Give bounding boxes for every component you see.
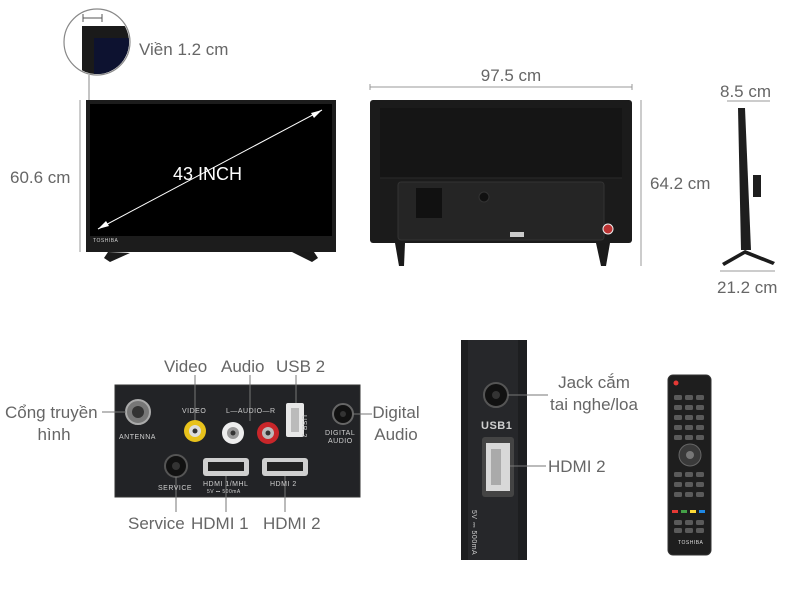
remote-button <box>674 528 682 533</box>
remote-button <box>674 520 682 525</box>
service-callout: Service <box>128 514 185 533</box>
remote-button <box>685 395 693 400</box>
remote-button <box>685 425 693 430</box>
side-depth-bottom-label: 21.2 cm <box>717 278 778 297</box>
remote-button <box>674 482 682 487</box>
front-brand-logo: TOSHIBA <box>93 238 119 244</box>
remote-button <box>685 492 693 497</box>
hdmi1-print: HDMI 1/MHL <box>203 481 249 488</box>
hdmi1-callout: HDMI 1 <box>191 514 249 533</box>
screen-size-label: 43 INCH <box>173 164 243 184</box>
digital-audio-print-line2: AUDIO <box>328 438 353 445</box>
bezel-zoom <box>63 8 131 100</box>
side-rating-print: 5V ⎓ 500mA <box>470 510 477 556</box>
remote-button <box>696 425 704 430</box>
antenna-print: ANTENNA <box>119 434 156 441</box>
side-usb-print: USB1 <box>481 420 513 432</box>
tv-back <box>369 84 642 266</box>
remote-button <box>674 472 682 477</box>
remote-button <box>674 395 682 400</box>
remote-button <box>696 520 704 525</box>
remote-button <box>696 435 704 440</box>
remote-button <box>674 425 682 430</box>
usb-print: USB 2 <box>300 415 307 438</box>
hdmi2-callout: HDMI 2 <box>263 514 321 533</box>
jack-callout-line2: tai nghe/loa <box>550 395 638 414</box>
remote-button <box>696 415 704 420</box>
remote-button <box>674 405 682 410</box>
video-callout: Video <box>164 357 208 376</box>
hdmi2-print: HDMI 2 <box>270 481 297 488</box>
back-height-label: 64.2 cm <box>650 174 711 193</box>
remote-button <box>685 482 693 487</box>
antenna-callout-line1: Cổng truyền <box>5 403 98 422</box>
video-print: VIDEO <box>182 408 207 415</box>
remote-button <box>685 472 693 477</box>
front-height-label: 60.6 cm <box>10 168 71 187</box>
remote-button <box>674 435 682 440</box>
jack-callout-line1: Jack cắm <box>558 373 630 392</box>
antenna-callout-line2: hình <box>37 425 71 444</box>
audio-callout: Audio <box>221 357 265 376</box>
remote-button <box>674 492 682 497</box>
remote-button <box>685 435 693 440</box>
remote-button <box>685 528 693 533</box>
remote-button <box>685 415 693 420</box>
usb2-callout: USB 2 <box>276 357 326 376</box>
back-width-label: 97.5 cm <box>480 66 542 85</box>
digital-audio-print-line1: DIGITAL <box>325 430 356 437</box>
tv-side <box>720 100 775 272</box>
service-print: SERVICE <box>158 485 193 492</box>
remote-button <box>696 395 704 400</box>
digital-audio-callout-line2: Audio <box>374 425 418 444</box>
side-hdmi2-callout: HDMI 2 <box>548 457 606 476</box>
remote-button <box>696 472 704 477</box>
side-ports-panel <box>461 340 548 560</box>
ports-panel <box>102 375 372 512</box>
remote-button <box>696 528 704 533</box>
remote-button <box>696 405 704 410</box>
remote-button <box>685 520 693 525</box>
remote-button <box>685 405 693 410</box>
hdmi1-sub-print: 5V ⎓ 500mA <box>207 489 241 495</box>
digital-audio-callout-line1: Digital <box>372 403 420 422</box>
remote-button <box>696 492 704 497</box>
remote-control <box>667 374 712 556</box>
remote-button <box>674 415 682 420</box>
bezel-label: Viền 1.2 cm <box>139 40 229 59</box>
tv-front <box>79 100 336 262</box>
remote-button <box>696 482 704 487</box>
remote-brand-logo: TOSHIBA <box>678 540 704 546</box>
side-depth-top-label: 8.5 cm <box>720 82 772 101</box>
audio-print: L—AUDIO—R <box>226 408 276 415</box>
